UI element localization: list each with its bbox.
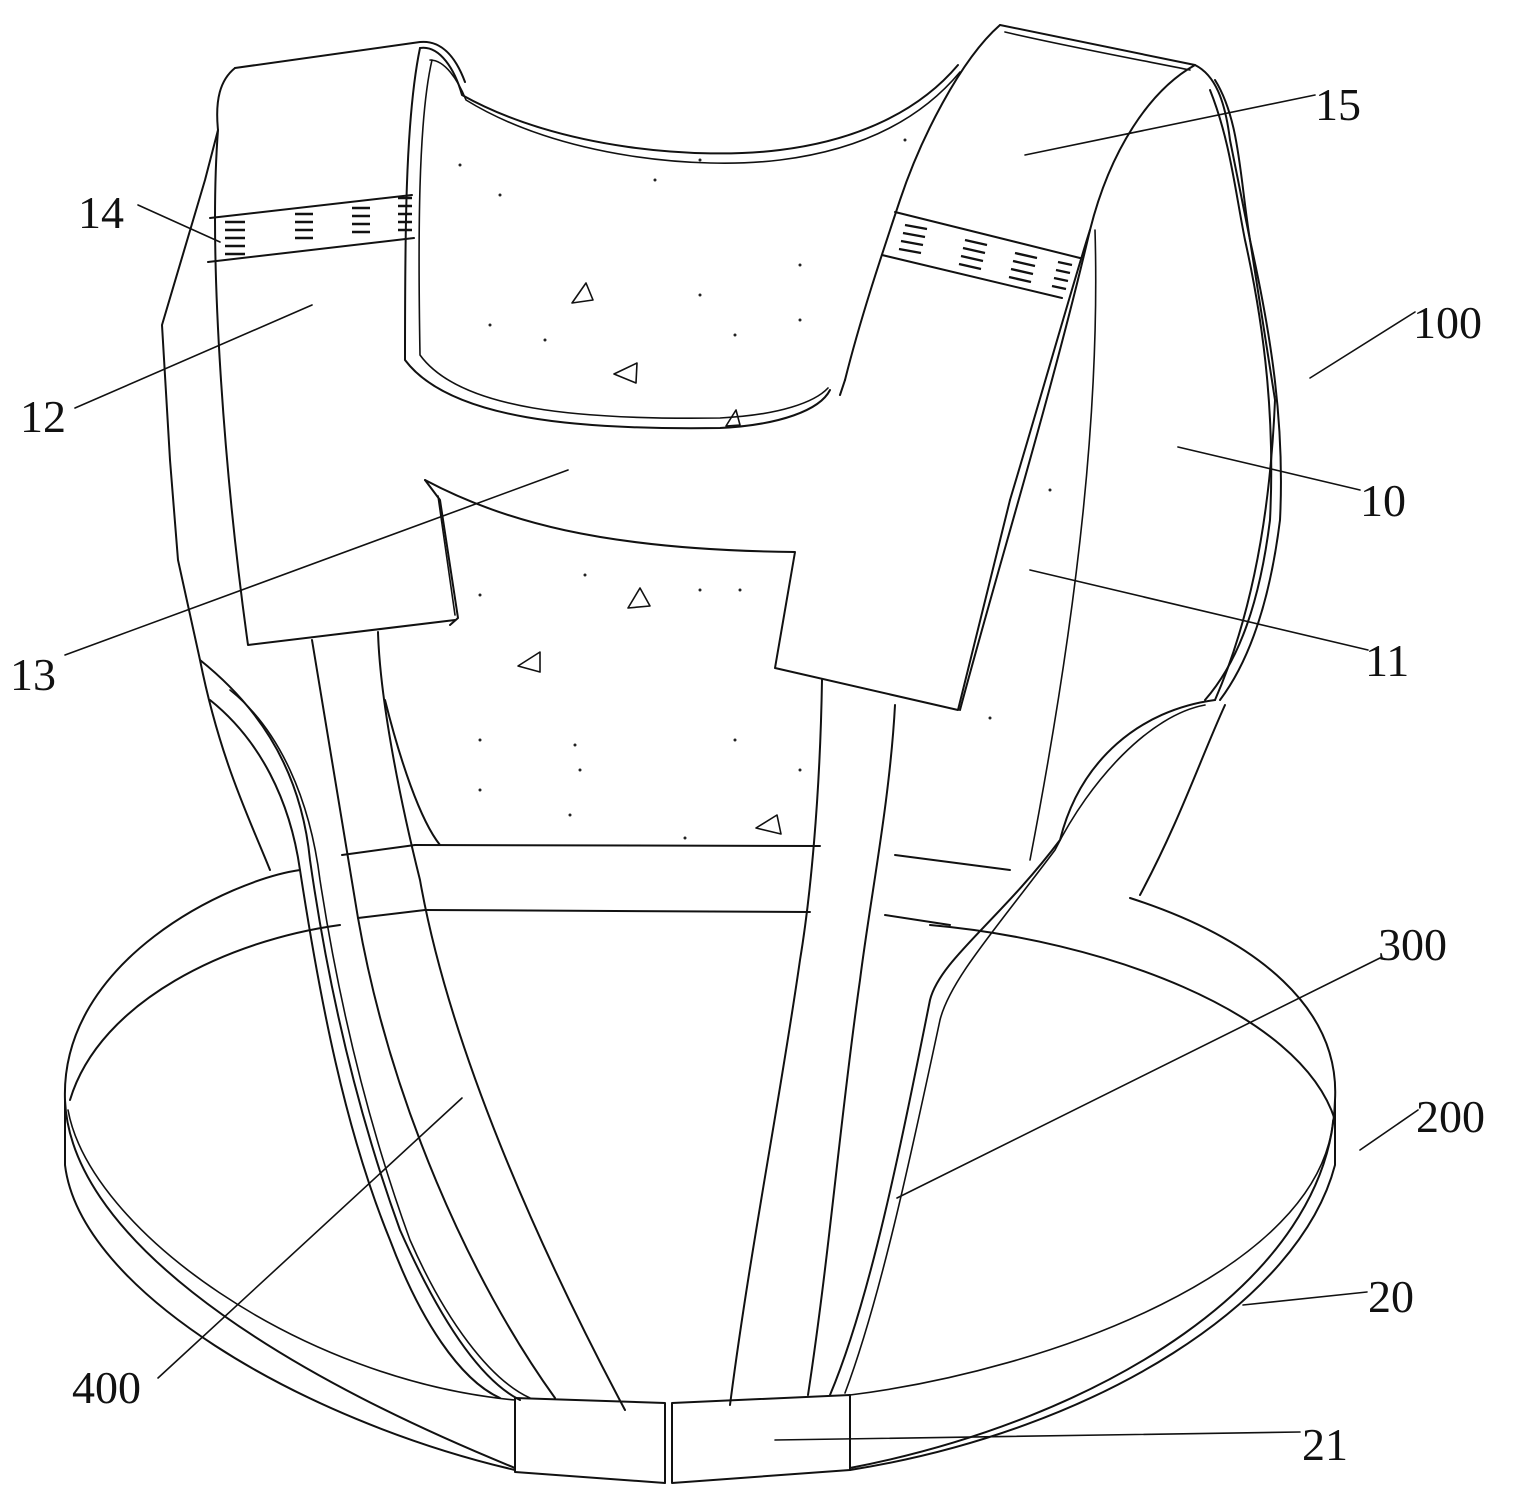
label-20: 20	[1368, 1271, 1414, 1322]
elastic-band-right	[881, 211, 1081, 299]
label-10: 10	[1360, 475, 1406, 526]
texture-marks	[458, 138, 1052, 840]
vest-body	[161, 24, 1282, 871]
elastic-band-left	[207, 194, 415, 263]
label-21: 21	[1302, 1419, 1348, 1470]
label-100: 100	[1413, 297, 1482, 348]
label-15: 15	[1315, 79, 1361, 130]
side-straps	[199, 631, 1226, 1411]
label-11: 11	[1365, 635, 1409, 686]
label-200: 200	[1416, 1091, 1485, 1142]
label-13: 13	[10, 649, 56, 700]
waist-belt	[63, 869, 1337, 1471]
lower-front-panel	[341, 699, 1011, 926]
label-300: 300	[1378, 919, 1447, 970]
label-14: 14	[78, 187, 124, 238]
label-400: 400	[72, 1362, 141, 1413]
reference-labels: 14 12 13 15 100 10 11 300 200 20 400 21	[10, 79, 1485, 1470]
belt-buckle	[514, 1394, 851, 1484]
leader-lines	[64, 94, 1419, 1441]
chest-panel	[404, 46, 1011, 711]
label-12: 12	[20, 391, 66, 442]
